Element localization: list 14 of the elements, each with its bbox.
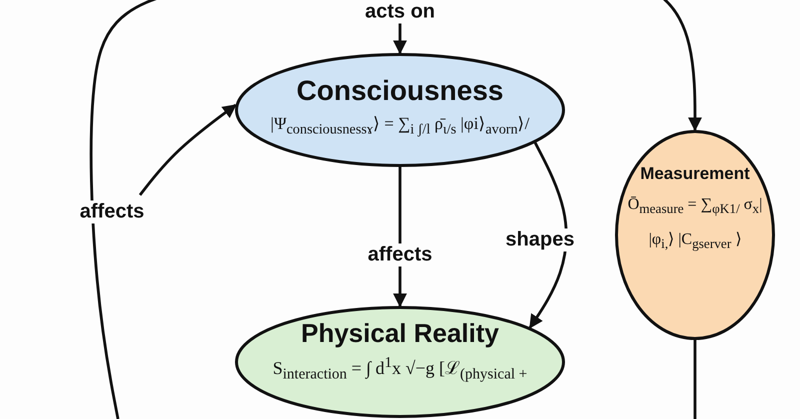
arrow	[393, 22, 407, 54]
formula: |φ$_{i,}$⟩ |C$_{gserver}$ ⟩	[648, 230, 742, 252]
formula: |Ψ$_{consciousnessɤ}$⟩ = ∑$_{i ʃ/l}$ ρ̄$_{ɩ/s}$ |φi⟩$_{avorn}$⟩/	[270, 113, 530, 138]
formula: S$_{interaction}$ = ∫ d$^{1}$x √−g [ℒ$_{(physical +}$	[272, 355, 528, 384]
node-title: Physical Reality	[301, 318, 499, 349]
arrow	[90, 0, 702, 419]
node-title: Measurement	[640, 164, 750, 184]
ellipse-node	[235, 53, 565, 167]
ellipse-node	[235, 306, 565, 418]
formula: Ō$_{measure}$ = ∑$_{φK1/}$ σ$_{x}$|	[628, 196, 762, 218]
node-title: Consciousness	[296, 75, 504, 107]
arrow	[138, 104, 237, 196]
arrow	[528, 142, 568, 329]
ellipse-node	[615, 130, 775, 340]
